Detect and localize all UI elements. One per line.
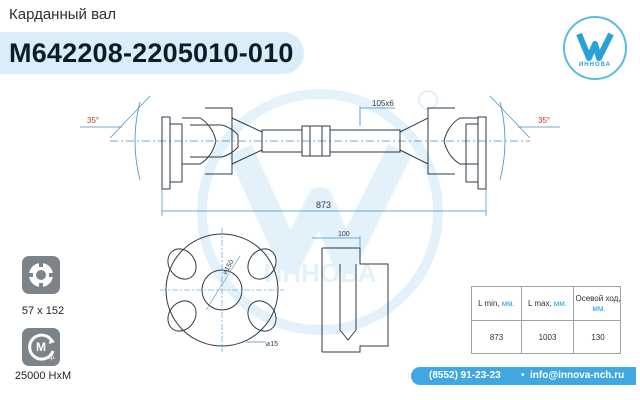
brand-logo: ИННОВА: [563, 16, 627, 80]
separator: •: [521, 370, 525, 381]
right-angle-annotation: 35°: [489, 95, 560, 181]
flange-section-view: [312, 236, 389, 353]
spline-label: 105x6: [372, 99, 394, 108]
length-dimension: 873: [161, 189, 487, 216]
flange-front-view: [160, 228, 284, 352]
right-flange: [443, 116, 487, 190]
left-flange: [161, 116, 239, 190]
phone-link[interactable]: (8552) 91-23-23: [429, 370, 501, 381]
flange-size-label: 57 x 152: [21, 305, 65, 317]
table-row: 873 1003 130: [472, 321, 620, 354]
right-yoke: [399, 107, 455, 175]
angle-right-label: 35°: [538, 116, 550, 125]
value-axial: 130: [591, 332, 605, 342]
email-link[interactable]: info@innova-nch.ru: [530, 370, 625, 381]
length-table: L min,мм. L max,мм. Осевой ход,мм. 873 1…: [471, 286, 621, 354]
torque-icon: M кр.: [22, 328, 60, 366]
watermark-text: ИННОВА: [264, 258, 377, 288]
part-number: M642208-2205010-010: [9, 38, 294, 68]
value-lmin: 873: [472, 321, 522, 354]
shaft-tube: [261, 125, 401, 157]
header-axial: Осевой ход,мм.: [575, 293, 621, 313]
subtitle: Карданный вал: [9, 6, 116, 23]
part-number-banner: [0, 32, 304, 74]
left-angle-annotation: 35°: [80, 95, 151, 181]
logo-mark-icon: [576, 32, 614, 61]
length-label: 873: [316, 200, 331, 210]
torque-label: 25000 НхМ: [14, 370, 72, 382]
flange-dim-label: 100: [338, 231, 350, 238]
flange-size-icon: [22, 256, 60, 294]
header-lmax: L max,мм.: [522, 287, 574, 320]
contact-bar: (8552) 91-23-23 • info@innova-nch.ru: [411, 367, 636, 385]
dia-15-label: ⌀15: [266, 341, 278, 348]
value-lmax: 1003: [522, 321, 574, 354]
angle-left-label: 35°: [87, 116, 99, 125]
header-lmin: L min,мм.: [472, 287, 522, 320]
torque-badge-sub: кр.: [48, 355, 56, 361]
watermark: ИННОВА: [197, 89, 443, 335]
logo-text: ИННОВА: [578, 62, 611, 68]
torque-badge-main: M: [36, 340, 46, 354]
table-header-row: L min,мм. L max,мм. Осевой ход,мм.: [472, 287, 621, 321]
